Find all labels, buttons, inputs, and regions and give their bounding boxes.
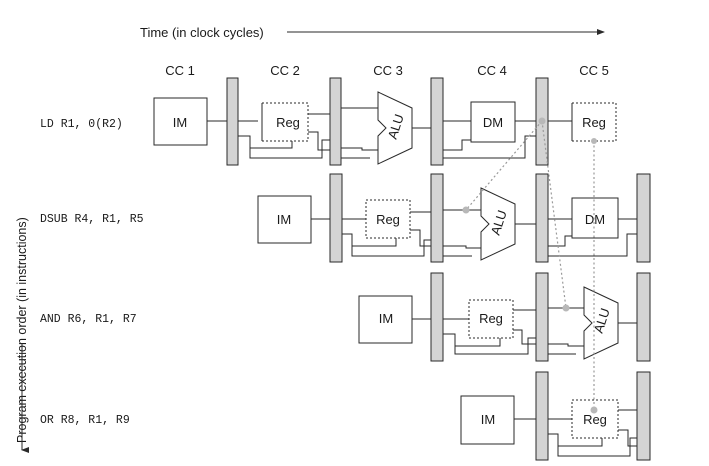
reg-stage-label: Reg [479, 311, 503, 326]
reg-stage-box [261, 102, 309, 142]
dm-stage-box [571, 197, 619, 239]
im-stage-label: IM [481, 412, 495, 427]
reg-stage-box [571, 399, 619, 439]
cycle-headers: CC 1 CC 2 CC 3 CC 4 CC 5 [165, 63, 609, 78]
cycle-label: CC 1 [165, 63, 195, 78]
forwarding-paths [462, 117, 598, 414]
reg-stage-label: Reg [583, 412, 607, 427]
im-stage-label: IM [379, 311, 393, 326]
alu-stage-label: ALU [591, 306, 613, 335]
reg-stage-label: Reg [376, 212, 400, 227]
pipeline-register-id-ex [329, 77, 342, 166]
pipeline-row-or: IM Reg [460, 371, 651, 461]
dm-stage-label: DM [483, 115, 503, 130]
alu-stage-label: ALU [488, 208, 510, 237]
im-stage-label: IM [277, 212, 291, 227]
pipeline-register-ex-mem [636, 272, 651, 362]
pipeline-register-ex-mem [535, 173, 549, 263]
reg-stage-box [468, 299, 514, 339]
pipeline-register-id-ex [430, 173, 444, 263]
forward-source-dot [538, 117, 546, 125]
cycle-label: CC 2 [270, 63, 300, 78]
time-axis-label: Time (in clock cycles) [140, 25, 264, 40]
dm-stage-label: DM [585, 212, 605, 227]
pipeline-register-mem-wb [636, 173, 651, 263]
alu-stage-label: ALU [385, 112, 407, 141]
cycle-label: CC 3 [373, 63, 403, 78]
forward-path-to-dsub-alu [465, 120, 543, 211]
im-stage-label: IM [173, 115, 187, 130]
forward-target-dot [590, 406, 598, 414]
forward-target-dot [462, 206, 470, 214]
pipeline-row-ld: IM Reg ALU DM Reg [153, 77, 617, 166]
pipeline-register-id-ex [636, 371, 651, 461]
reg-stage-label: Reg [276, 115, 300, 130]
pipeline-register-if-id [535, 371, 549, 461]
im-stage-box [460, 395, 515, 445]
pipeline-row-dsub: IM Reg ALU DM [257, 173, 651, 263]
order-axis-label: Program execution order (in instructions… [15, 217, 29, 443]
im-stage-box [358, 295, 413, 344]
cycle-label: CC 4 [477, 63, 507, 78]
instruction-label: AND R6, R1, R7 [40, 313, 137, 326]
reg-writeback-label: Reg [582, 115, 606, 130]
dm-stage-box [470, 101, 516, 143]
instruction-label: LD R1, 0(R2) [40, 118, 123, 131]
pipeline-row-and: IM Reg ALU [358, 272, 651, 362]
pipeline-register-if-id [329, 173, 343, 263]
alu-stage-shape [583, 286, 619, 360]
alu-stage-shape [480, 187, 516, 261]
pipeline-register-ex-mem [430, 77, 444, 166]
reg-stage-box [365, 199, 411, 239]
cycle-label: CC 5 [579, 63, 609, 78]
forward-source-dot [591, 138, 597, 144]
pipeline-register-if-id [430, 272, 444, 362]
im-stage-box [153, 97, 208, 146]
instruction-label: OR R8, R1, R9 [40, 414, 130, 427]
pipeline-register-id-ex [535, 272, 549, 362]
instruction-label: DSUB R4, R1, R5 [40, 213, 144, 226]
forward-target-dot [562, 304, 570, 312]
pipeline-register-if-id [226, 77, 239, 166]
